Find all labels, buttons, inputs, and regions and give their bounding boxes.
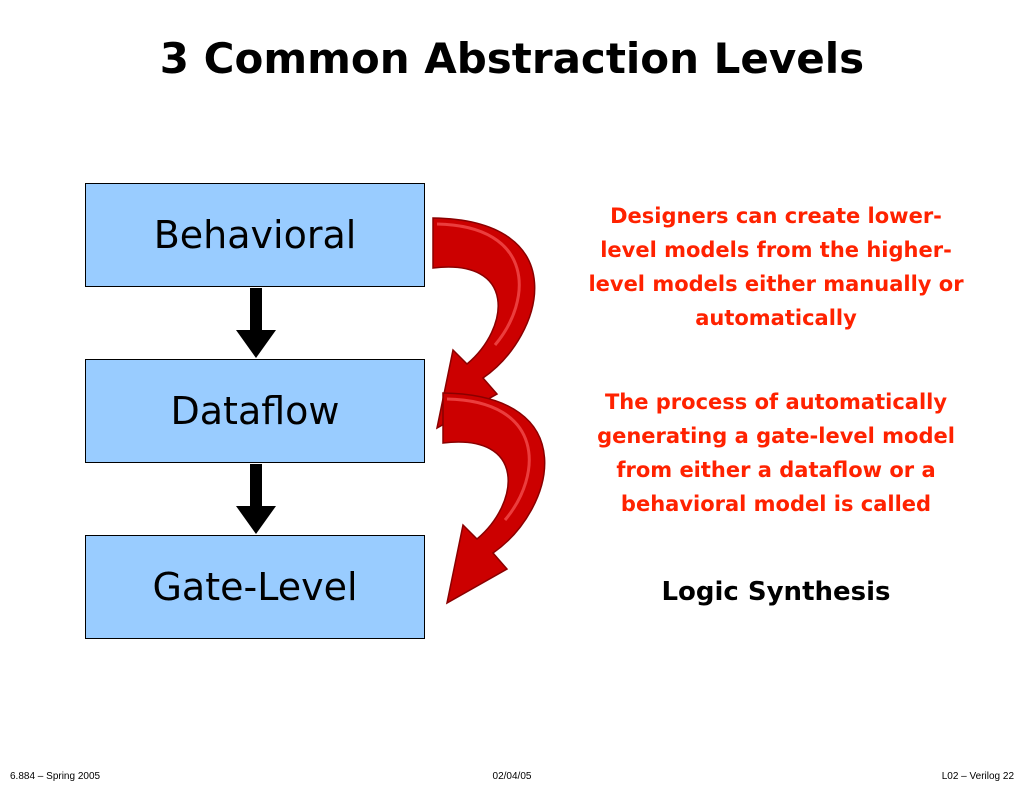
- level-box-gate-level: Gate-Level: [85, 535, 425, 639]
- level-box-behavioral: Behavioral: [85, 183, 425, 287]
- note-manual-or-automatic: Designers can create lower-level models …: [588, 204, 964, 330]
- curved-arrow-icon: [442, 392, 546, 605]
- footer-date: 02/04/05: [492, 771, 532, 782]
- logic-synthesis-term: Logic Synthesis: [661, 577, 891, 607]
- down-arrow-icon: [236, 288, 276, 358]
- slide-title: 3 Common Abstraction Levels: [159, 34, 865, 83]
- footer-lecture-page: L02 – Verilog 22: [941, 771, 1014, 782]
- curved-arrow-icon: [432, 217, 536, 430]
- down-arrow-icon: [236, 464, 276, 534]
- footer-course: 6.884 – Spring 2005: [10, 771, 101, 782]
- level-box-dataflow: Dataflow: [85, 359, 425, 463]
- note-logic-synthesis-definition: The process of automatically generating …: [597, 390, 955, 516]
